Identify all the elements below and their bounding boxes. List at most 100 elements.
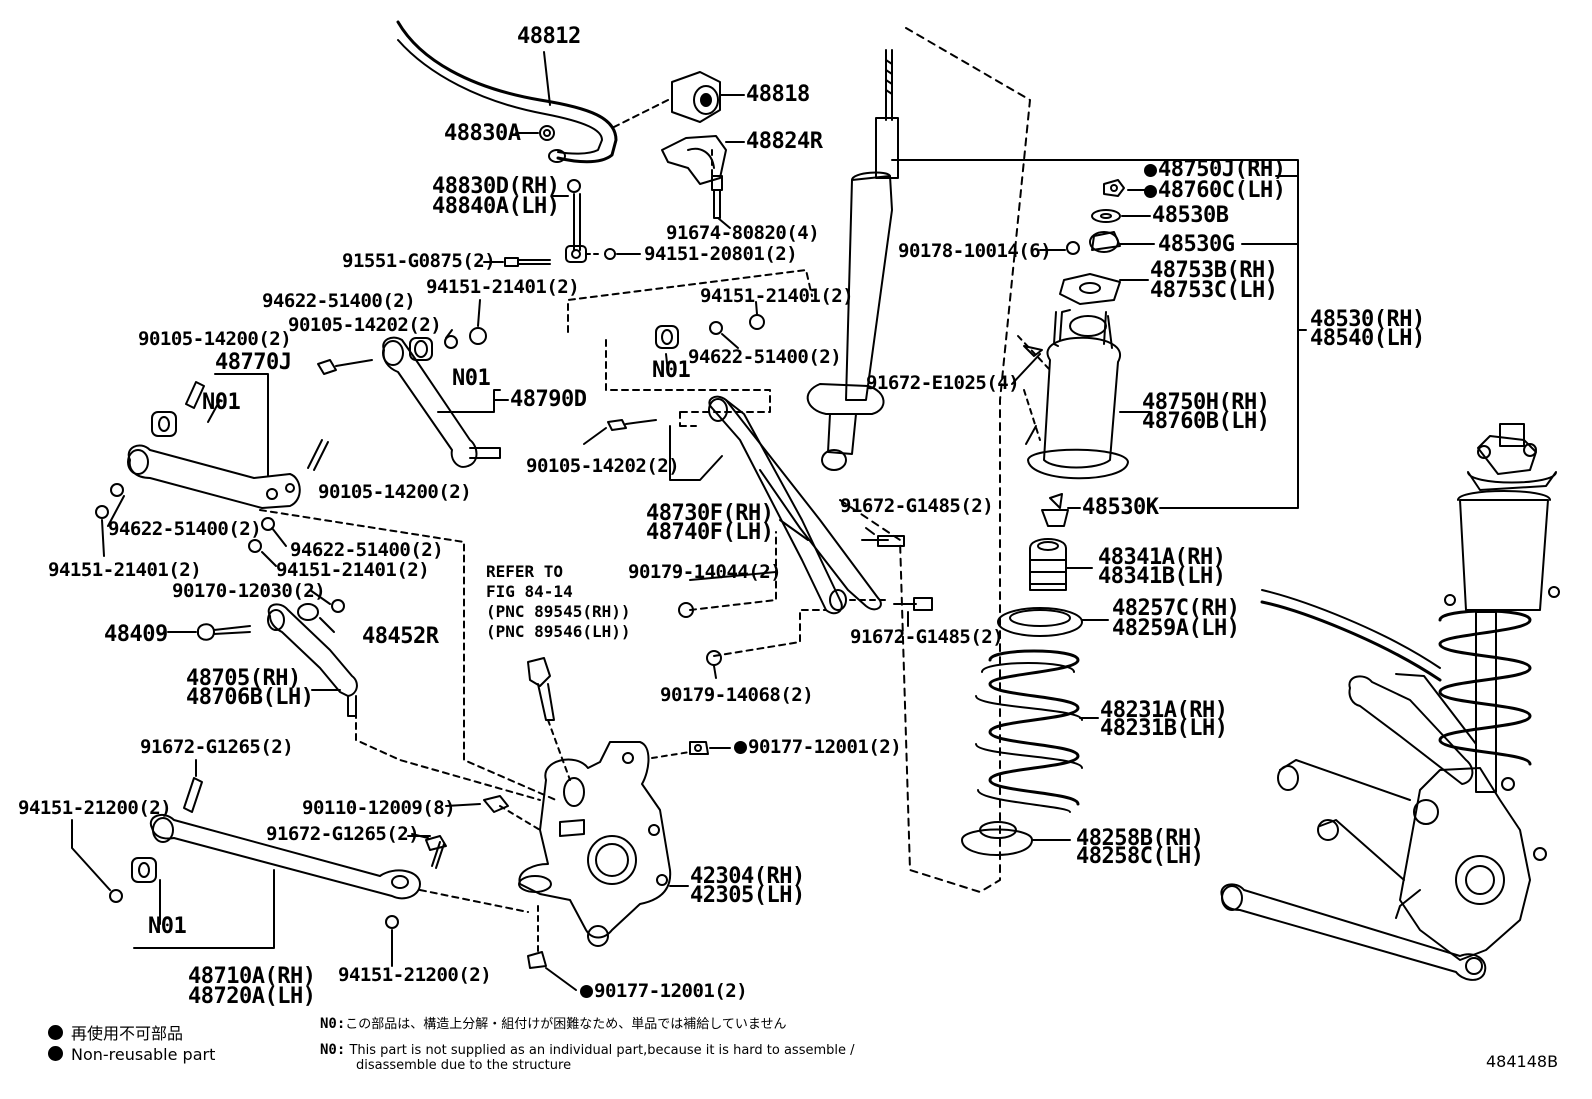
label-48231b: 48231B(LH) [1100, 716, 1228, 741]
label-90105-14200-b: 90105-14200(2) [318, 481, 472, 503]
label-48706b: 48706B(LH) [186, 685, 314, 710]
label-94151-20801: 94151-20801(2) [644, 243, 798, 265]
label-48258c: 48258C(LH) [1076, 844, 1204, 869]
label-90105-14200-a: 90105-14200(2) [138, 328, 292, 350]
label-94151-21401-a: 94151-21401(2) [426, 276, 580, 298]
label-48753c: 48753C(LH) [1150, 278, 1278, 303]
label-91551-g0875: 91551-G0875(2) [342, 250, 496, 272]
bump-stop [1029, 538, 1067, 591]
label-42305: 42305(LH) [690, 883, 805, 908]
mount-stack [1025, 179, 1129, 480]
label-90105-14202-b: 90105-14202(2) [526, 455, 680, 477]
label-90179-14044: 90179-14044(2) [628, 561, 782, 583]
label-94151-21200-a: 94151-21200(2) [18, 797, 172, 819]
stabilizer-bar [396, 20, 618, 164]
label-94151-21200-b: 94151-21200(2) [338, 964, 492, 986]
label-48341b: 48341B(LH) [1098, 564, 1226, 589]
label-48540-lh: 48540(LH) [1310, 326, 1425, 351]
label-90170-12030: 90170-12030(2) [172, 580, 326, 602]
label-48824r: 48824R [746, 129, 823, 154]
label-48790d: 48790D [510, 387, 587, 412]
label-90105-14202-a: 90105-14202(2) [288, 314, 442, 336]
label-n01-c: N01 [652, 358, 691, 383]
label-42304: 42304(RH) [690, 864, 805, 889]
label-90178-10014: 90178-10014(6) [898, 240, 1052, 262]
stabilizer-link [565, 179, 587, 263]
note-jp: N0:この部品は、構造上分解・組付けが困難なため、単品では補給していません [320, 1016, 787, 1032]
label-48770j: 48770J [215, 350, 292, 375]
bracket-48824r [661, 135, 727, 185]
label-90177-12001-b: 90177-12001(2) [580, 982, 748, 1001]
label-48730f: 48730F(RH) [646, 501, 774, 526]
label-91672-e1025: 91672-E1025(4) [866, 372, 1020, 394]
non-reusable-dot-icon [48, 1046, 63, 1061]
label-n01-a: N01 [202, 390, 241, 415]
refer-line-2: FIG 84-14 [486, 582, 573, 601]
label-48409: 48409 [104, 622, 168, 647]
label-48830d: 48830D(RH) [432, 174, 560, 199]
label-90110-12009: 90110-12009(8) [302, 797, 456, 819]
label-94151-21401-c: 94151-21401(2) [48, 559, 202, 581]
label-48452r: 48452R [362, 624, 439, 649]
label-48530g: 48530G [1158, 232, 1235, 257]
note-en-2: disassemble due to the structure [356, 1058, 572, 1073]
non-reusable-dot-icon [580, 985, 593, 998]
label-n01-b: N01 [452, 366, 491, 391]
refer-line-1: REFER TO [486, 562, 564, 581]
label-48530-rh: 48530(RH) [1310, 307, 1425, 332]
non-reusable-dot-icon [1144, 164, 1157, 177]
label-48257c: 48257C(RH) [1112, 596, 1240, 621]
label-94622-51400-c: 94622-51400(2) [108, 518, 262, 540]
bushing-48818 [671, 71, 721, 123]
label-48720a: 48720A(LH) [188, 984, 316, 1009]
label-48341a: 48341A(RH) [1098, 545, 1226, 570]
assembled-view [1220, 423, 1560, 981]
label-91672-g1485-a: 91672-G1485(2) [840, 495, 994, 517]
refer-line-3: (PNC 89545(RH)) [486, 602, 631, 621]
label-94622-51400-d: 94622-51400(2) [290, 539, 444, 561]
coil-spring [975, 649, 1083, 813]
label-48259a: 48259A(LH) [1112, 616, 1240, 641]
label-91672-g1265-b: 91672-G1265(2) [266, 823, 420, 845]
lower-arm-48710a [149, 813, 421, 900]
non-reusable-dot-icon [1144, 185, 1157, 198]
arm-48770j [127, 444, 301, 509]
label-48530b: 48530B [1152, 203, 1229, 228]
label-94151-21401-b: 94151-21401(2) [700, 285, 854, 307]
label-91674-80820: 91674-80820(4) [666, 222, 820, 244]
lower-arm-48730f [708, 395, 882, 615]
label-48231a: 48231A(RH) [1100, 698, 1228, 723]
label-91672-g1485-b: 91672-G1485(2) [850, 626, 1004, 648]
label-48840a: 48840A(LH) [432, 194, 560, 219]
label-48530k: 48530K [1082, 495, 1159, 520]
legend-jp: 再使用不可部品 [48, 1020, 183, 1044]
label-94151-21401-d: 94151-21401(2) [276, 559, 430, 581]
shock-absorber [806, 49, 899, 471]
label-48258b: 48258B(RH) [1076, 826, 1204, 851]
label-n01-d: N01 [148, 914, 187, 939]
note-en: N0: This part is not supplied as an indi… [320, 1042, 855, 1058]
label-48710a: 48710A(RH) [188, 964, 316, 989]
label-94622-51400-a: 94622-51400(2) [262, 290, 416, 312]
leader [543, 51, 551, 106]
label-91672-g1265-a: 91672-G1265(2) [140, 736, 294, 758]
label-48760b: 48760B(LH) [1142, 409, 1270, 434]
non-reusable-dot-icon [48, 1025, 63, 1040]
figure-id: 484148B [1486, 1052, 1559, 1071]
upper-arm-48790d [382, 336, 501, 468]
label-48812: 48812 [517, 24, 581, 49]
non-reusable-dot-icon [734, 741, 747, 754]
label-48818: 48818 [746, 82, 810, 107]
legend-en: Non-reusable part [48, 1045, 215, 1064]
refer-line-4: (PNC 89546(LH)) [486, 622, 631, 641]
label-48750h: 48750H(RH) [1142, 390, 1270, 415]
label-48740f: 48740F(LH) [646, 520, 774, 545]
label-48830a: 48830A [444, 121, 521, 146]
label-94622-51400-b: 94622-51400(2) [688, 346, 842, 368]
label-48705: 48705(RH) [186, 666, 301, 691]
label-90179-14068: 90179-14068(2) [660, 684, 814, 706]
knuckle [518, 741, 672, 947]
label-48753b: 48753B(RH) [1150, 258, 1278, 283]
